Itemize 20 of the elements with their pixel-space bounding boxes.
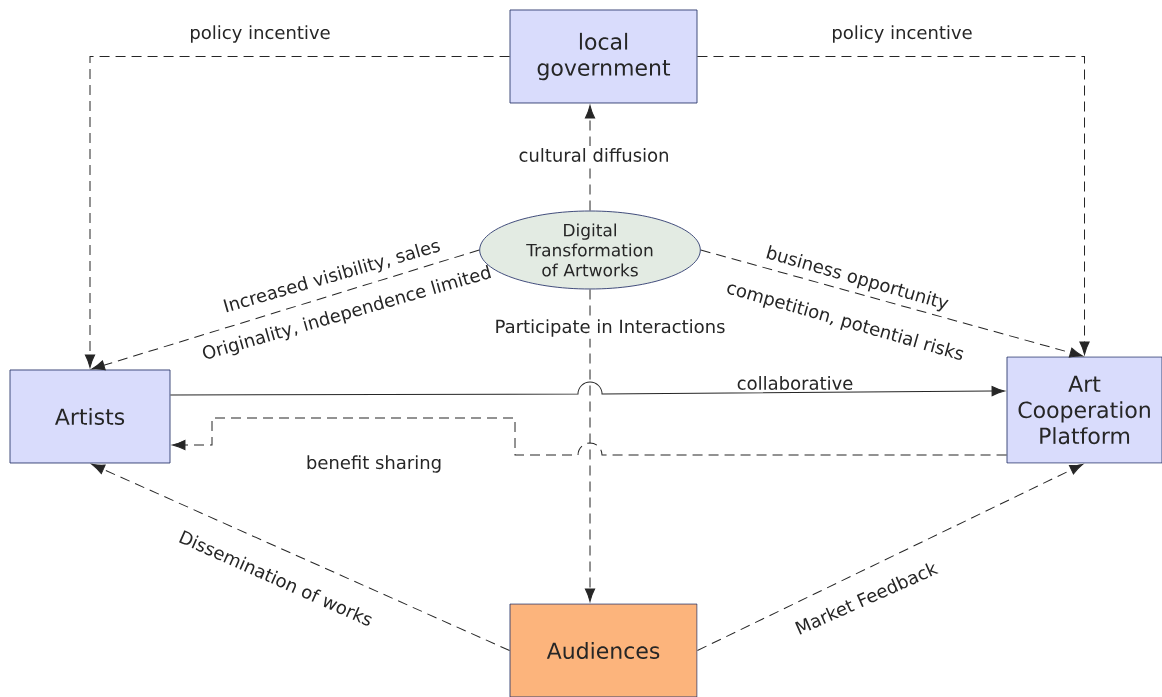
process-box: local government (509, 9, 698, 104)
edge-label: policy incentive (191, 25, 330, 43)
arrow (584, 288, 596, 602)
process-box: Art Cooperation Platform (1006, 356, 1162, 464)
process-box: Artists (9, 369, 171, 464)
edge-label: benefit sharing (307, 455, 441, 473)
edge-label: Participate in Interactions (492, 317, 728, 339)
arrow (169, 381, 1005, 397)
arrow (696, 463, 1084, 651)
arrow (700, 249, 1083, 358)
edge-label: collaborative (737, 376, 853, 390)
arrow (172, 417, 1008, 456)
process-box: Audiences (509, 603, 698, 697)
edge-label: cultural diffusion (516, 146, 672, 164)
arrow (696, 56, 1090, 355)
edge-label: policy incentive (833, 25, 972, 43)
arrow (91, 463, 511, 651)
arrow (84, 56, 511, 368)
arrow (91, 249, 480, 371)
arrow (584, 105, 596, 212)
